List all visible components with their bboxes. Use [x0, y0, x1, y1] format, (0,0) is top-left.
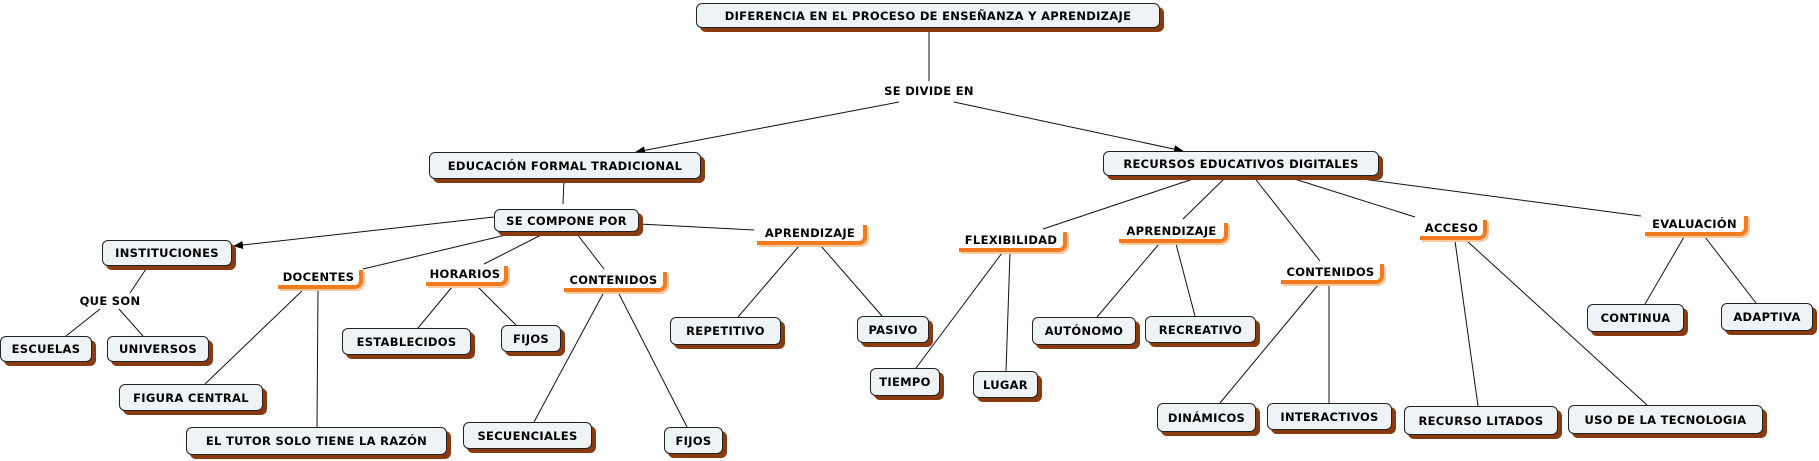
concept-escuelas[interactable]: ESCUELAS — [0, 336, 92, 362]
concept-horarios[interactable]: HORARIOS — [426, 266, 508, 286]
concept-docentes[interactable]: DOCENTES — [278, 270, 363, 289]
concept-el-tutor[interactable]: EL TUTOR SOLO TIENE LA RAZÓN — [186, 427, 447, 455]
concept-dinamicos[interactable]: DINÁMICOS — [1157, 403, 1256, 432]
concept-recursos-digitales[interactable]: RECURSOS EDUCATIVOS DIGITALES — [1103, 151, 1379, 176]
concept-fijos-horarios[interactable]: FIJOS — [501, 325, 561, 352]
concept-recreativo[interactable]: RECREATIVO — [1145, 316, 1256, 343]
concept-lugar[interactable]: LUGAR — [973, 371, 1038, 398]
concept-acceso[interactable]: ACCESO — [1420, 220, 1487, 240]
concept-educacion-formal[interactable]: EDUCACIÓN FORMAL TRADICIONAL — [429, 152, 701, 179]
concept-secuenciales[interactable]: SECUENCIALES — [463, 422, 592, 449]
concept-repetitivo[interactable]: REPETITIVO — [670, 317, 781, 345]
concept-interactivos[interactable]: INTERACTIVOS — [1267, 403, 1392, 430]
concept-instituciones[interactable]: INSTITUCIONES — [102, 240, 232, 266]
concept-aprendizaje-left[interactable]: APRENDIZAJE — [757, 225, 867, 245]
concept-tiempo[interactable]: TIEMPO — [870, 368, 940, 396]
concept-establecidos[interactable]: ESTABLECIDOS — [342, 328, 471, 355]
concept-contenidos-right[interactable]: CONTENIDOS — [1281, 264, 1384, 284]
concept-aprendizaje-right[interactable]: APRENDIZAJE — [1119, 223, 1228, 243]
root-concept[interactable]: DIFERENCIA EN EL PROCESO DE ENSEÑANZA Y … — [696, 3, 1160, 28]
concept-fijos-contenidos[interactable]: FIJOS — [664, 427, 723, 454]
concept-evaluacion[interactable]: EVALUACIÓN — [1645, 216, 1748, 236]
concept-universos[interactable]: UNIVERSOS — [107, 336, 209, 362]
link-que-son: QUE SON — [79, 294, 141, 308]
link-se-compone-por[interactable]: SE COMPONE POR — [494, 209, 639, 232]
concept-uso-tecnologia[interactable]: USO DE LA TECNOLOGIA — [1568, 405, 1763, 434]
concept-contenidos-left[interactable]: CONTENIDOS — [564, 272, 667, 292]
concept-autonomo[interactable]: AUTÓNOMO — [1032, 317, 1136, 345]
concept-flexibilidad[interactable]: FLEXIBILIDAD — [959, 232, 1067, 252]
concept-pasivo[interactable]: PASIVO — [857, 316, 929, 343]
concept-recurso-litados[interactable]: RECURSO LITADOS — [1404, 406, 1558, 435]
concept-figura-central[interactable]: FIGURA CENTRAL — [119, 384, 263, 411]
concept-continua[interactable]: CONTINUA — [1587, 304, 1684, 332]
concept-adaptiva[interactable]: ADAPTIVA — [1721, 303, 1813, 331]
link-se-divide-en: SE DIVIDE EN — [884, 84, 974, 98]
